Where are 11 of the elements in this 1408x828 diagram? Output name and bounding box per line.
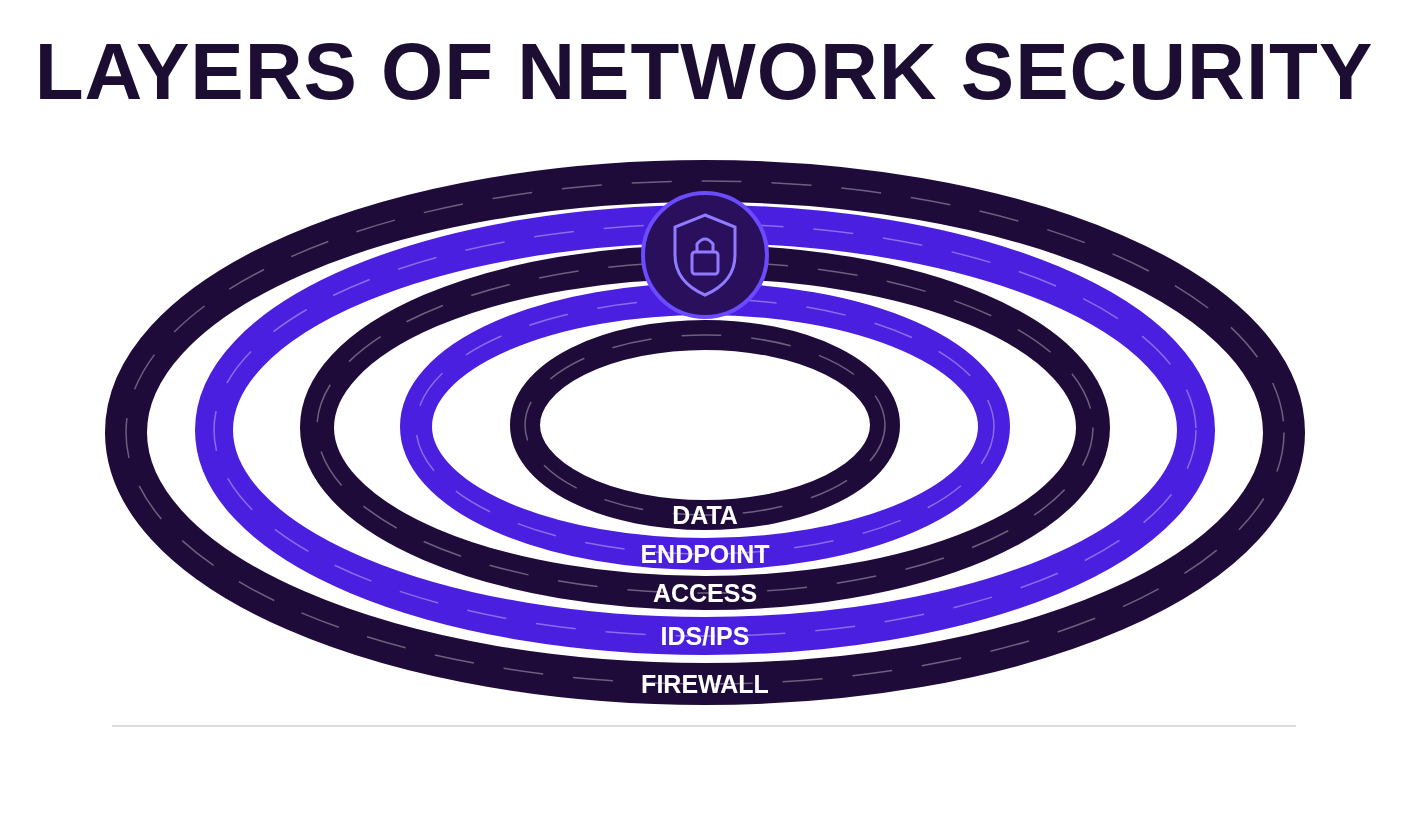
ring-label: ENDPOINT (640, 540, 770, 568)
ring (300, 245, 1110, 610)
title: LAYERS OF NETWORK SECURITY (33, 26, 1375, 118)
ring (105, 160, 1305, 705)
ring (195, 205, 1215, 655)
ring-label: FIREWALL (641, 670, 769, 698)
ring (400, 283, 1010, 570)
ring-label: IDS/IPS (660, 622, 750, 650)
ring-label: ACCESS (652, 579, 758, 607)
ring-label: DATA (672, 501, 738, 529)
ring (510, 320, 900, 530)
